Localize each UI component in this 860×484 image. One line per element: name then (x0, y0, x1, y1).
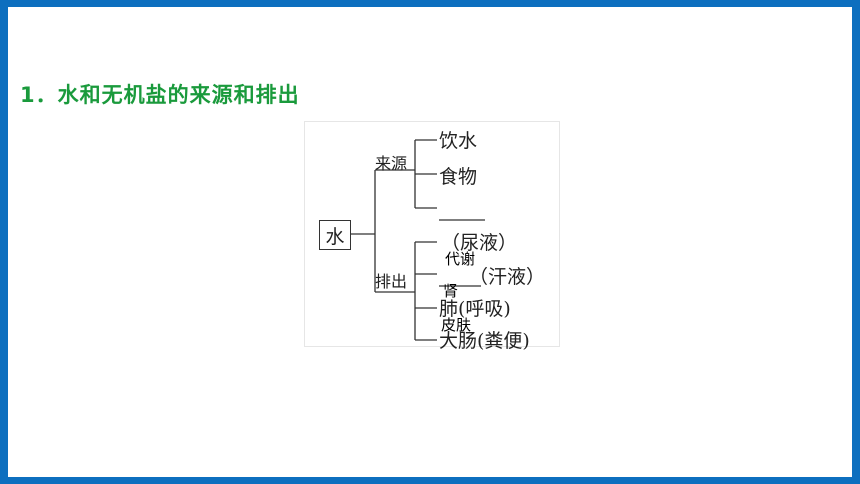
excretion-item-large-intestine: 大肠(粪便) (439, 330, 530, 352)
answer-skin: 皮肤 (441, 316, 472, 334)
root-label: 水 (325, 225, 345, 248)
answer-kidney: 肾 (443, 282, 459, 300)
source-item-drinking-water: 饮水 (439, 130, 478, 152)
source-item-food: 食物 (439, 166, 478, 188)
excretion-label: 排出 (375, 272, 408, 291)
slide: 1．水和无机盐的来源和排出 (8, 7, 852, 477)
connector-lines (351, 139, 485, 341)
root-node: 水 (319, 220, 351, 250)
excretion-item-sweat: （汗液） (469, 266, 546, 288)
water-source-excretion-diagram: 水 来源 排出 饮水 食物 （尿液） （汗液） 肺(呼吸) 大肠(粪便) 代谢 … (304, 121, 560, 352)
excretion-item-lungs: 肺(呼吸) (439, 298, 511, 320)
answer-metabolism: 代谢 (445, 250, 476, 268)
section-heading: 1．水和无机盐的来源和排出 (20, 83, 300, 107)
source-label: 来源 (375, 154, 408, 173)
excretion-item-urine: （尿液） (441, 232, 518, 254)
